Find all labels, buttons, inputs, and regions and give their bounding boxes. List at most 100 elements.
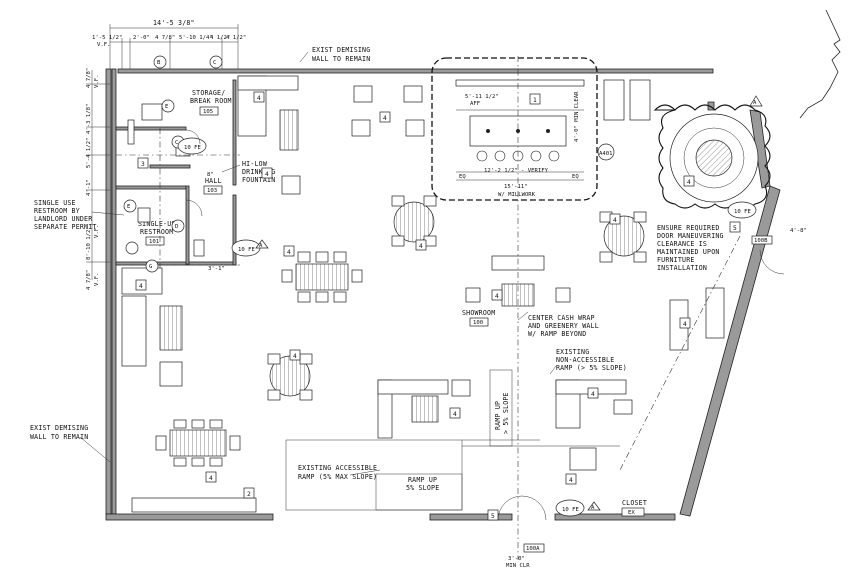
room-hall: HALL 103 [203, 177, 223, 195]
svg-text:103: 103 [207, 188, 217, 194]
svg-text:BREAK ROOM: BREAK ROOM [190, 97, 232, 105]
svg-text:E: E [127, 204, 131, 210]
dim-left-3: 5'-4 1/2" [86, 138, 92, 168]
svg-text:D: D [175, 224, 179, 230]
svg-text:WALL TO REMAIN: WALL TO REMAIN [312, 55, 370, 63]
svg-text:4: 4 [287, 249, 291, 256]
millwork-ref: A401 [599, 151, 612, 157]
svg-text:LANDLORD UNDER: LANDLORD UNDER [34, 215, 92, 223]
svg-text:4: 4 [265, 171, 269, 178]
centerlines [116, 56, 741, 560]
millwork-eq-left: EQ [459, 174, 466, 180]
svg-text:SINGLE USE: SINGLE USE [34, 199, 76, 207]
svg-text:A: A [753, 100, 757, 106]
millwork-aff: 5'-11 1/2" [465, 94, 499, 100]
room-showroom: SHOWROOM 100 [462, 309, 495, 327]
furniture: 4 4 4 4 4 [121, 75, 725, 513]
svg-text:105: 105 [203, 109, 213, 115]
svg-text:CENTER CASH WRAP: CENTER CASH WRAP [528, 314, 595, 322]
walls [105, 9, 841, 521]
millwork-area: 5'-11 1/2" AFF 12'-2 1/2" - VERIFY EQ EQ… [431, 57, 615, 201]
svg-text:FOUNTAIN: FOUNTAIN [242, 176, 275, 184]
svg-text:W/ RAMP BEYOND: W/ RAMP BEYOND [528, 330, 586, 338]
svg-text:3'-1": 3'-1" [208, 266, 225, 272]
svg-text:4: 4 [683, 321, 687, 328]
svg-text:FURNITURE: FURNITURE [657, 256, 695, 264]
svg-text:10 FE: 10 FE [184, 145, 201, 151]
svg-text:10 FE: 10 FE [562, 507, 579, 513]
svg-text:INSTALLATION: INSTALLATION [657, 264, 707, 272]
svg-text:MAINTAINED UPON: MAINTAINED UPON [657, 248, 720, 256]
svg-text:CLOSET: CLOSET [622, 499, 647, 507]
millwork-width: 15'-11" [504, 184, 528, 190]
door-tag-2: 100A [526, 546, 540, 552]
note-demising-top: EXIST DEMISING WALL TO REMAIN [299, 46, 370, 63]
svg-text:EXISTING ACCESSIBLE: EXISTING ACCESSIBLE [298, 464, 377, 472]
svg-text:DOOR MANEUVERING: DOOR MANEUVERING [657, 232, 724, 240]
svg-text:4: 4 [383, 115, 387, 122]
top-dimensions: 14'-5 3/8" 1'-5 1/2" V.F. 2'-0" 4 7/8" 5… [92, 19, 246, 69]
note-door-clearance: ENSURE REQUIRED DOOR MANEUVERING CLEARAN… [657, 224, 724, 272]
svg-text:EXIST DEMISING: EXIST DEMISING [312, 46, 370, 54]
dim-left-5: 8'-10 1/2" [86, 226, 92, 260]
svg-text:A: A [591, 505, 595, 511]
note-single-use: SINGLE USE RESTROOM BY LANDLORD UNDER SE… [34, 199, 125, 231]
dim-top-6: 4 1/2" [226, 35, 246, 41]
svg-text:DRINKING: DRINKING [242, 168, 275, 176]
svg-text:5: 5 [491, 513, 495, 520]
svg-text:101: 101 [149, 239, 159, 245]
svg-text:RAMP UP: RAMP UP [494, 401, 502, 430]
note-cash-wrap: CENTER CASH WRAP AND GREENERY WALL W/ RA… [517, 311, 599, 338]
note-ramp-accessible: EXISTING ACCESSIBLE RAMP (5% MAX SLOPE) [298, 464, 381, 481]
svg-text:8": 8" [207, 172, 214, 178]
svg-text:AND GREENERY WALL: AND GREENERY WALL [528, 322, 599, 330]
svg-text:4: 4 [419, 243, 423, 250]
ramps: RAMP UP 5% SLOPE RAMP UP > 5% SLOPE [285, 369, 620, 511]
note-demising-left: EXIST DEMISING WALL TO REMAIN [30, 424, 111, 463]
room-closet: CLOSET EX [621, 499, 647, 517]
svg-text:1: 1 [533, 97, 537, 104]
svg-text:4: 4 [613, 217, 617, 224]
svg-text:5% SLOPE: 5% SLOPE [406, 484, 439, 492]
svg-text:HI-LOW: HI-LOW [242, 160, 267, 168]
room-restroom: SINGLE-USE RESTROOM 101 [138, 220, 180, 246]
dim-top-2: 2'-0" [133, 35, 150, 41]
dim-left-6: 4 7/8" [86, 270, 92, 290]
svg-text:5: 5 [733, 225, 737, 232]
svg-text:4'-8": 4'-8" [790, 228, 807, 234]
millwork-clear: 4'-0" MIN CLEAR [574, 91, 580, 142]
svg-text:2: 2 [247, 491, 251, 498]
svg-text:RESTROOM: RESTROOM [140, 228, 173, 236]
svg-text:4: 4 [209, 475, 213, 482]
svg-text:ENSURE REQUIRED: ENSURE REQUIRED [657, 224, 720, 232]
svg-text:SHOWROOM: SHOWROOM [462, 309, 495, 317]
millwork-aff-b: AFF [470, 101, 481, 107]
svg-text:4: 4 [453, 411, 457, 418]
dim-top-3: 4 7/8" [155, 35, 175, 41]
svg-text:CLEARANCE IS: CLEARANCE IS [657, 240, 707, 248]
svg-text:4: 4 [569, 477, 573, 484]
dim-left-1b: V.F. [94, 75, 100, 88]
millwork-verify: 12'-2 1/2" - VERIFY [484, 168, 549, 174]
svg-text:RAMP (> 5% SLOPE): RAMP (> 5% SLOPE) [556, 364, 627, 372]
tags: 3 B C C D E G E 10 FE 10 FE A 10 FE 10 F… [123, 55, 807, 569]
svg-text:RAMP (5% MAX SLOPE): RAMP (5% MAX SLOPE) [298, 473, 377, 481]
svg-text:STORAGE/: STORAGE/ [192, 89, 225, 97]
svg-text:WALL TO REMAIN: WALL TO REMAIN [30, 433, 88, 441]
dim-top-5: 4 1/2" [210, 35, 230, 41]
svg-text:4: 4 [139, 283, 143, 290]
svg-text:EX: EX [628, 510, 635, 516]
dim-top-1: 1'-5 1/2" [92, 35, 122, 41]
svg-text:4: 4 [257, 95, 261, 102]
seating-area-cloud: 4 A [653, 95, 771, 209]
svg-text:3: 3 [141, 161, 145, 168]
svg-text:> 5% SLOPE: > 5% SLOPE [502, 392, 510, 434]
dim-left-1: 4 7/8" [86, 68, 92, 88]
svg-text:C: C [213, 60, 216, 66]
millwork-eq-right: EQ [572, 174, 579, 180]
dim-left-2: 4'-3 1/8" [86, 104, 92, 134]
svg-text:4: 4 [687, 179, 691, 186]
dim-left-5b: V.F. [94, 225, 100, 238]
svg-text:4: 4 [591, 391, 595, 398]
